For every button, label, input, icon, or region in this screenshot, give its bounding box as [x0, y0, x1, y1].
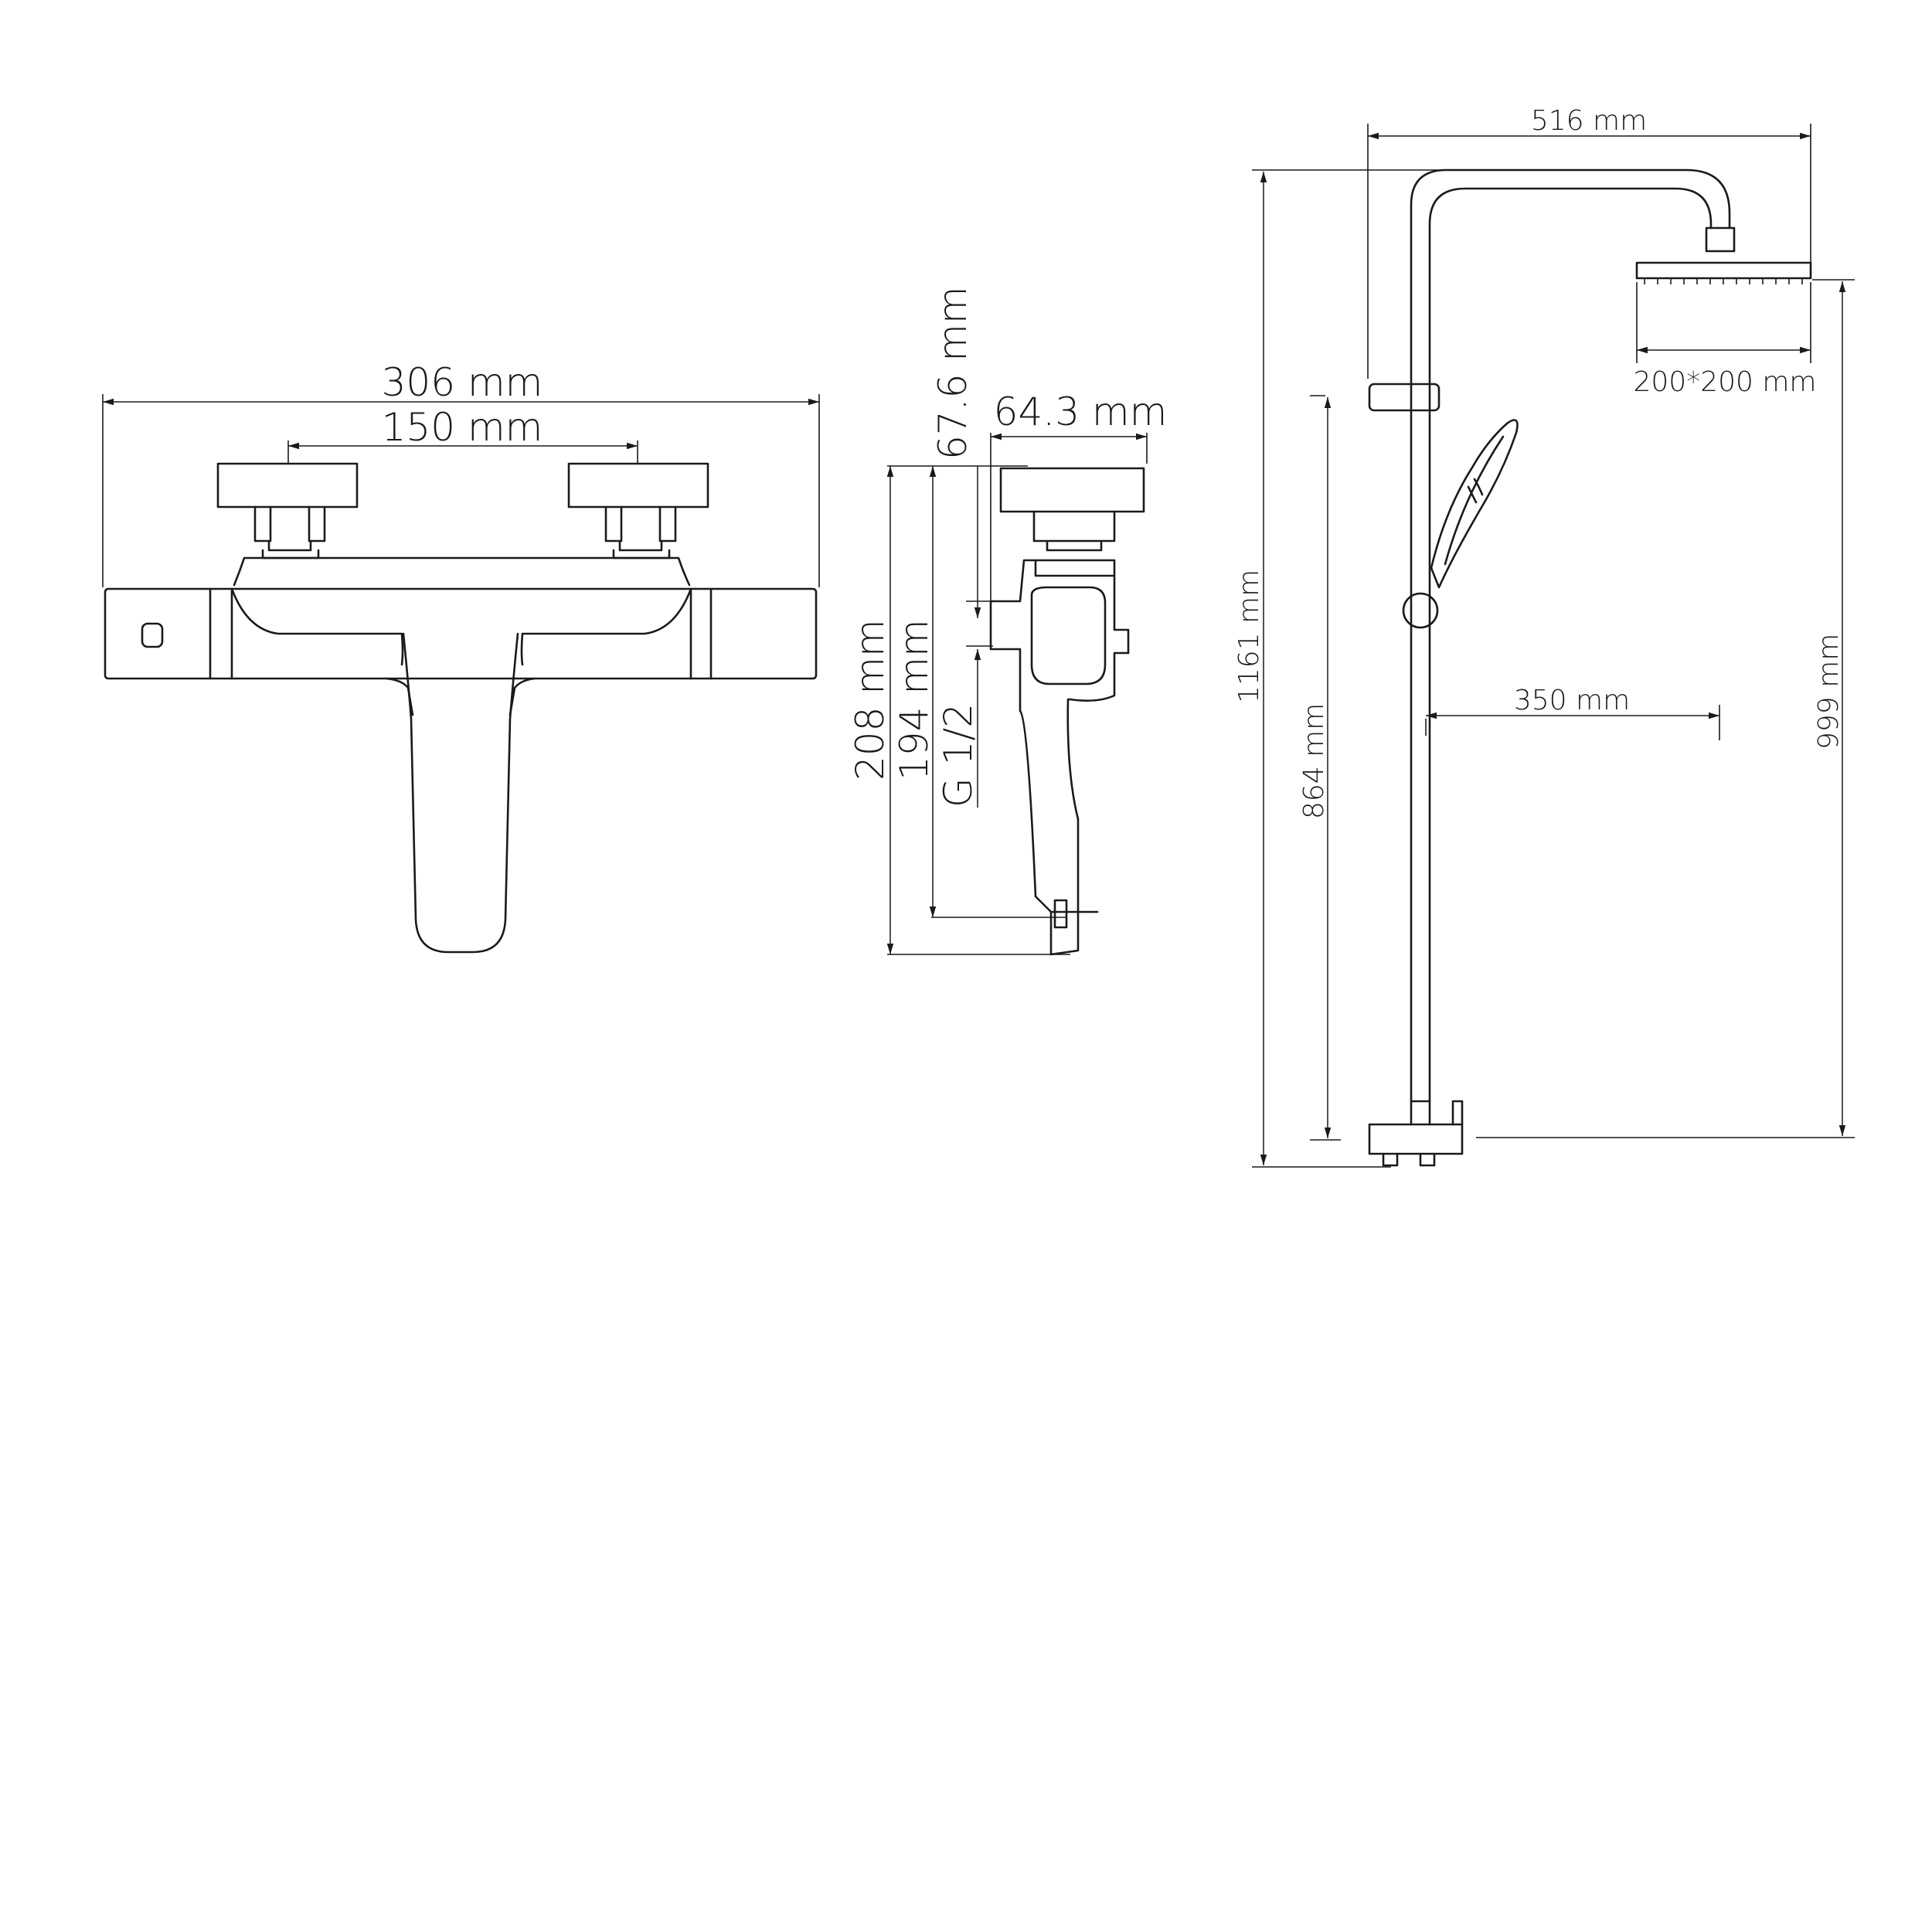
diverter-inlets	[1382, 1152, 1436, 1167]
side-body	[989, 559, 1130, 956]
side-body-top	[1034, 559, 1114, 577]
handle-knob-left	[216, 462, 359, 509]
shower-column-view: 516 mm 1161 mm 864 mm 999 mm 200*200 mm …	[1233, 105, 1855, 1168]
label-hose-length: 350 mm	[1514, 685, 1630, 716]
label-side-offset: 67.6 mm	[930, 286, 975, 460]
diverter-body	[1368, 1123, 1464, 1155]
side-spout-outlet	[1049, 899, 1099, 929]
label-side-depth: 64.3 mm	[994, 389, 1168, 434]
riser-pipe-inner	[1428, 187, 1713, 1103]
side-handle-stem	[1032, 510, 1116, 552]
label-head-height: 999 mm	[1813, 634, 1845, 750]
side-cartridge-face	[1030, 586, 1107, 685]
label-head-size: 200*200 mm	[1633, 366, 1816, 398]
diverter-neck	[1410, 1100, 1431, 1126]
diverter-knob	[1451, 1100, 1464, 1126]
hand-shower-vents	[1467, 478, 1484, 504]
handle-stem-right	[604, 505, 677, 560]
hand-shower-face	[1444, 435, 1505, 566]
head-nozzles	[1644, 278, 1803, 284]
handle-stem-left	[253, 505, 326, 560]
hand-shower	[1430, 419, 1519, 589]
spout-transition	[385, 677, 536, 716]
mixer-front-view: 306 mm 150 mm	[102, 360, 820, 954]
body-contour-left	[230, 587, 404, 666]
top-bracket	[1368, 383, 1440, 412]
mixer-side-view: 208 mm 194 mm G 1/2 67.6 mm 64.3 mm	[848, 286, 1168, 956]
label-thread: G 1/2	[936, 703, 981, 808]
overhead-shower-head	[1635, 261, 1812, 280]
label-handle-spacing: 150 mm	[382, 405, 543, 450]
body-contour-right	[520, 587, 692, 666]
label-column-width: 516 mm	[1531, 105, 1647, 137]
head-swivel-nut	[1705, 226, 1736, 253]
label-side-height-spout: 194 mm	[892, 619, 937, 781]
body-top	[233, 556, 691, 587]
side-handle-knob	[999, 467, 1145, 513]
label-rail-height: 864 mm	[1298, 703, 1330, 819]
handle-knob-right	[567, 462, 709, 509]
body-cylinder	[104, 587, 818, 680]
riser-pipe-outer	[1410, 168, 1731, 1103]
label-column-height: 1161 mm	[1233, 570, 1265, 703]
slider-knob	[1402, 592, 1439, 629]
thermostat-button-icon	[141, 622, 164, 648]
label-side-height-total: 208 mm	[848, 619, 893, 781]
spout	[402, 632, 519, 954]
label-mixer-width: 306 mm	[382, 360, 543, 405]
